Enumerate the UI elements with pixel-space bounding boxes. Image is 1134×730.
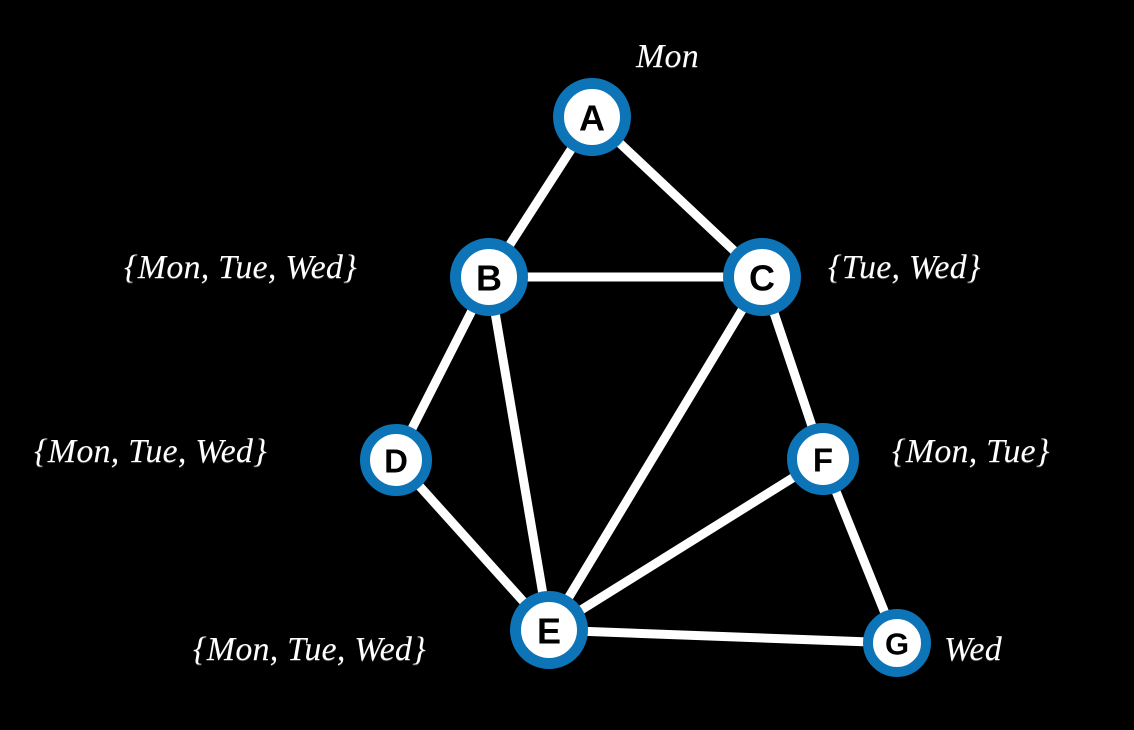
node-letter-a: A [579,98,605,139]
node-letter-b: B [476,258,502,299]
node-letter-f: F [813,442,833,479]
node-f[interactable]: F [787,423,859,495]
node-letter-d: D [384,443,408,480]
edge-e-g [544,625,902,648]
domain-label-c: {Tue, Wed} [828,249,981,286]
node-c[interactable]: C [723,238,801,316]
node-circle-b [450,238,528,316]
node-circle-d [360,424,432,496]
domain-label-f: {Mon, Tue} [892,433,1050,470]
node-b[interactable]: B [450,238,528,316]
edge-c-e [544,272,767,635]
node-e[interactable]: E [510,591,588,669]
node-g[interactable]: G [863,609,931,677]
domain-label-e: {Mon, Tue, Wed} [193,631,426,668]
edge-e-f [544,454,828,635]
domain-label-b: {Mon, Tue, Wed} [124,249,357,286]
node-circle-f [787,423,859,495]
node-d[interactable]: D [360,424,432,496]
domain-label-g: Wed [944,631,1002,668]
edge-b-e [484,272,554,635]
edges-group [391,112,902,648]
node-letter-g: G [885,627,909,662]
node-circle-a [553,78,631,156]
node-letter-c: C [749,258,775,299]
node-circle-e [510,591,588,669]
node-letter-e: E [537,611,561,652]
node-a[interactable]: A [553,78,631,156]
node-circle-g [863,609,931,677]
node-circle-c [723,238,801,316]
domain-label-a: Mon [636,38,699,75]
domain-label-d: {Mon, Tue, Wed} [34,433,267,470]
nodes-group: A B C D E F G [360,78,931,677]
